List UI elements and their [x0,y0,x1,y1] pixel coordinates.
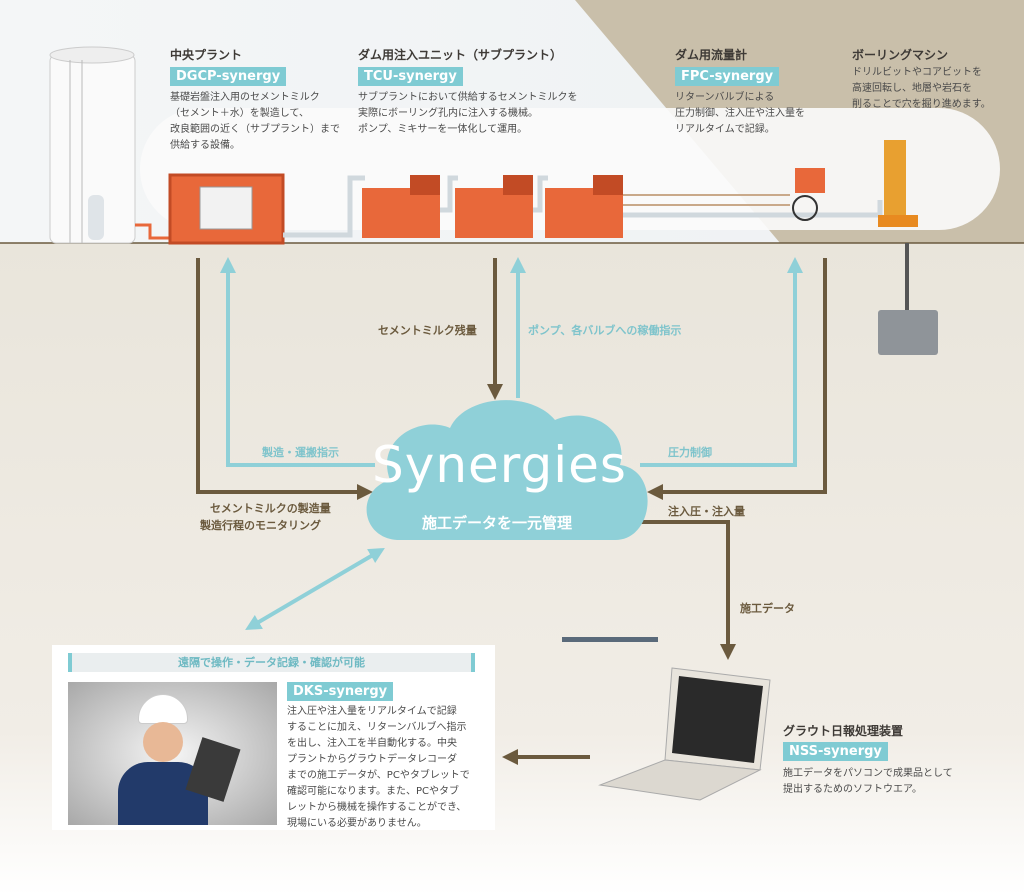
arrow-injection-data [647,258,827,500]
injection-units-icon [362,175,623,238]
flow-meter-icon [792,168,825,221]
label-manufacture-instruction: 製造・運搬指示 [262,446,339,459]
label-production-amount: セメントミルクの製造量 [210,502,331,515]
fpc-title: ダム用流量計 [675,48,748,62]
label-pump-valve: ポンプ、各バルブへの稼働指示 [528,324,682,337]
label-cement-remaining: セメントミルク残量 [378,324,477,337]
nss-title: グラウト日報処理装置 [783,724,904,738]
label-process-monitoring: 製造行程のモニタリング [200,519,321,532]
fpc-desc: リターンバルブによる 圧力制御、注入圧や注入量を リアルタイムで記録。 [675,92,805,135]
remote-desc: 注入圧や注入量をリアルタイムで記録 することに加え、リターンバルブへ指示 を出し… [287,706,470,829]
cloud-subtitle: 施工データを一元管理 [422,514,573,532]
divider-bar [562,637,658,642]
central-plant-desc: 基礎岩盤注入用のセメントミルク （セメント＋水）を製造して、 改良範囲の近く（サ… [170,92,340,151]
fpc-badge: FPC-synergy [675,67,780,86]
label-pressure-control: 圧力制御 [668,446,712,459]
arrow-production-monitoring [196,258,373,500]
arrow-pressure-control [640,257,803,467]
nss-desc: 施工データをパソコンで成果品として 提出するためのソフトウエア。 [783,768,953,795]
boring-machine-icon [878,140,938,355]
nss-badge: NSS-synergy [783,742,888,761]
cloud-title: Synergies [372,436,627,494]
central-plant-icon [168,173,285,245]
remote-header: 遠隔で操作・データ記録・確認が可能 [68,653,475,672]
arrow-manufacture-instruction [220,257,375,467]
label-injection-pressure: 注入圧・注入量 [668,505,745,518]
laptop-icon [598,667,771,801]
arrow-construction-data [610,520,736,660]
site-capsule [140,108,1000,230]
arrow-remote-link [245,547,385,631]
boring-title: ボーリングマシン [852,48,949,62]
central-plant-title: 中央プラント [170,48,243,62]
remote-panel: 遠隔で操作・データ記録・確認が可能 DKS-synergy 注入圧や注入量をリア… [52,645,495,830]
boring-desc: ドリルビットやコアビットを 高速回転し、地層や岩石を 削ることで穴を掘り進めます… [852,67,991,110]
tcu-desc: サブプラントにおいて供給するセメントミルクを 実際にボーリング孔内に注入する機械… [358,92,578,135]
dks-badge: DKS-synergy [287,682,394,701]
cloud-shape [366,400,648,540]
tcu-title: ダム用注入ユニット（サブプラント） [358,48,563,62]
engineer-tablet-photo [68,682,277,825]
tcu-badge: TCU-synergy [358,67,463,86]
silo-tank-icon [49,46,136,244]
label-construction-data: 施工データ [740,602,795,615]
dgcp-badge: DGCP-synergy [170,67,287,86]
